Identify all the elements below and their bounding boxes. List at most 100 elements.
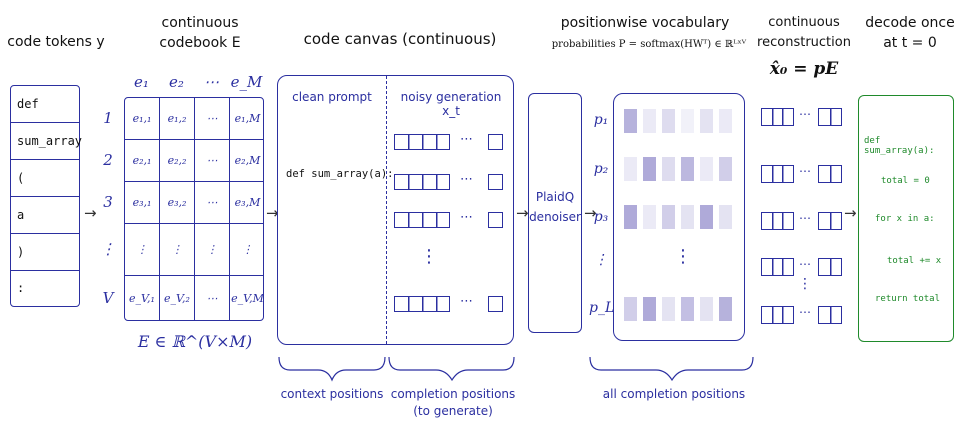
probability-cell: [681, 297, 694, 321]
probability-cell: [662, 205, 675, 229]
recon-header-line2: reconstruction: [757, 35, 851, 50]
decode-header-line1: decode once: [865, 15, 955, 31]
horizontal-ellipsis: ⋯: [460, 210, 473, 225]
horizontal-ellipsis: ⋯: [460, 172, 473, 187]
token-cell: :: [17, 281, 25, 295]
probability-cell: [662, 109, 675, 133]
noisy-token-row: ⋯: [394, 132, 512, 152]
embedding-vector-tail: [818, 108, 842, 126]
arrow-right-icon: →: [844, 204, 857, 222]
embedding-vector: [394, 174, 450, 190]
probability-cell: [700, 109, 713, 133]
embedding-vector: [394, 296, 450, 312]
probability-cell: [662, 157, 675, 181]
decode-header-line2: at t = 0: [883, 35, 937, 51]
canvas-header: code canvas (continuous): [303, 30, 497, 48]
horizontal-ellipsis: ⋯: [799, 164, 811, 178]
code-tokens-header: code tokens y: [7, 34, 105, 50]
reconstruction-row: ⋯: [761, 305, 843, 326]
probability-cell: [643, 157, 656, 181]
codebook-cell: e₂,M: [230, 140, 263, 182]
completion-positions-label-line1: completion positions: [390, 387, 516, 401]
embedding-vector: [761, 212, 794, 230]
vocab-row-label: p₃: [593, 209, 609, 225]
context-positions-label: context positions: [280, 387, 384, 401]
probability-cell: [681, 205, 694, 229]
prompt-code: def sum_array(a):: [286, 168, 394, 180]
arrow-right-icon: →: [516, 204, 529, 222]
plaidq-denoiser: PlaidQ denoiser: [528, 93, 582, 333]
probability-cell: [643, 205, 656, 229]
codebook-cell: e₃,₂: [160, 182, 195, 224]
embedding-vector-tail: [818, 165, 842, 183]
probability-cell: [643, 109, 656, 133]
probability-cell: [700, 205, 713, 229]
probability-cell: [719, 297, 732, 321]
completion-positions-label-line2: (to generate): [413, 404, 493, 418]
codebook-cell: e₁,₁: [125, 98, 160, 140]
codebook-header-line1: continuous: [161, 15, 239, 31]
codebook-cell: e_V,M: [231, 292, 264, 305]
vertical-ellipsis: ⋮: [674, 246, 692, 267]
noisy-token-row: ⋯: [394, 210, 512, 230]
token-cell: (: [11, 160, 79, 197]
vocab-header-line1: positionwise vocabulary: [560, 15, 730, 31]
codebook-row-label: V: [102, 289, 114, 307]
recon-equation: x̂₀ = pE: [769, 59, 839, 79]
all-completion-bracket: [589, 356, 754, 382]
embedding-vector: [394, 212, 450, 228]
reconstruction-row: ⋯: [761, 257, 843, 278]
noisy-token-row: ⋯: [394, 294, 512, 314]
noisy-token-row: ⋯: [394, 172, 512, 192]
reconstruction-row: ⋯: [761, 107, 843, 128]
horizontal-ellipsis: ⋯: [799, 211, 811, 225]
decoded-line: total = 0: [881, 176, 930, 186]
probability-cell: [643, 297, 656, 321]
completion-bracket: [388, 356, 515, 382]
codebook-col-header: e_M: [230, 73, 263, 91]
codebook-cell: ⋯: [195, 140, 230, 182]
token-list: def sum_array ( a ) :: [10, 85, 82, 307]
codebook-cell: ⋯: [195, 98, 230, 140]
codebook-cell: e₃,M: [230, 182, 263, 224]
embedding-vector: [761, 165, 794, 183]
context-bracket: [278, 356, 386, 382]
horizontal-ellipsis: ⋯: [799, 305, 811, 319]
embedding-vector-tail: [818, 212, 842, 230]
codebook-row-label: 2: [103, 151, 113, 169]
probability-cell: [624, 109, 637, 133]
decoded-line: return total: [875, 294, 941, 304]
codebook-cell: e₃,₁: [125, 182, 160, 224]
decoded-line: total += x: [887, 256, 942, 266]
codebook-cell: ⋮: [195, 224, 230, 276]
denoiser-label-line2: denoiser: [529, 210, 581, 224]
probability-cell: [662, 297, 675, 321]
token-cell: ): [11, 234, 79, 271]
probability-cell: [719, 157, 732, 181]
horizontal-ellipsis: ⋯: [460, 132, 473, 147]
vocab-row-label: p₁: [593, 112, 609, 128]
codebook-row-label: 3: [103, 193, 113, 211]
embedding-vector: [761, 258, 794, 276]
code-canvas: clean prompt noisy generation x_t def su…: [277, 75, 514, 345]
embedding-cell: [488, 212, 503, 228]
vocab-probabilities: ⋮: [613, 93, 745, 341]
embedding-cell: [488, 296, 503, 312]
decoded-code-box: def sum_array(a): total = 0 for x in a: …: [858, 95, 954, 342]
all-completion-positions-label: all completion positions: [602, 387, 746, 401]
arrow-right-icon: →: [84, 204, 97, 222]
codebook-row-label: ⋮: [100, 240, 116, 258]
embedding-vector: [761, 108, 794, 126]
embedding-vector: [394, 134, 450, 150]
codebook-header-line2: codebook E: [159, 35, 241, 51]
vertical-ellipsis: ⋮: [420, 246, 438, 267]
horizontal-ellipsis: ⋯: [799, 107, 811, 121]
embedding-vector: [761, 306, 794, 324]
probability-cell: [681, 109, 694, 133]
probability-cell: [719, 109, 732, 133]
token-cell: def: [11, 86, 79, 123]
recon-header-line1: continuous: [768, 15, 840, 30]
probability-cell: [681, 157, 694, 181]
noisy-generation-label: noisy generation x_t: [400, 90, 502, 118]
